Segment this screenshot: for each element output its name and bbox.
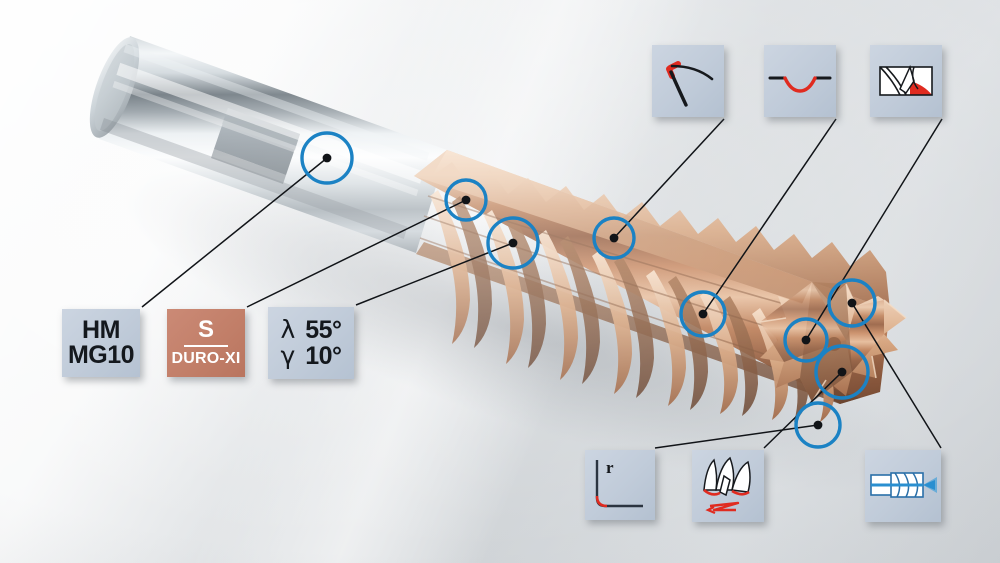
angle-box[interactable]: λ 55° γ 10° xyxy=(268,307,354,379)
serrated-top-profile xyxy=(432,150,890,310)
rake-angle-value: 10° xyxy=(305,342,342,370)
leader-line-corner-radius xyxy=(654,424,819,449)
corner-radius-label: r xyxy=(606,458,614,477)
callout-serration-profile[interactable] xyxy=(592,216,636,260)
cutting-edge-preparation-glyph xyxy=(666,61,714,107)
leader-line-shank-flat xyxy=(141,157,328,308)
helix-angle-symbol: λ xyxy=(280,314,296,344)
internal-coolant-glyph xyxy=(870,472,937,498)
leader-dot xyxy=(508,238,518,248)
leader-dot xyxy=(801,335,811,345)
helix-angle-value: 55° xyxy=(305,315,342,344)
flute-rake-face-icon[interactable] xyxy=(870,45,942,117)
coating-badge[interactable]: S DURO-XI xyxy=(167,309,245,377)
flute-rake-face-glyph xyxy=(879,64,933,96)
leader-dot xyxy=(322,153,332,163)
callout-shank-flat[interactable] xyxy=(300,131,354,185)
leader-dot xyxy=(461,195,471,205)
carbide-grade-box[interactable]: HM MG10 xyxy=(62,309,140,377)
leader-dot xyxy=(813,420,823,430)
angle-values: λ 55° γ 10° xyxy=(280,314,342,370)
flute-grooves xyxy=(452,196,808,422)
rake-angle-symbol: γ xyxy=(280,341,296,370)
tool-cutting-body xyxy=(414,150,907,422)
chip-breaker-profile-icon[interactable] xyxy=(764,45,836,117)
callout-helix-angle[interactable] xyxy=(486,216,540,270)
helical-flutes xyxy=(430,190,834,422)
callout-rake-face[interactable] xyxy=(783,317,829,363)
leader-line-serration-profile xyxy=(613,118,725,239)
coating-mark: S xyxy=(197,316,214,343)
leader-dot xyxy=(837,367,847,377)
carbide-grade-label: HM MG10 xyxy=(67,315,135,369)
chip-breaker-profile-glyph xyxy=(768,76,832,93)
vibration-damping-glyph xyxy=(703,456,751,515)
leader-line-chip-breaker xyxy=(702,118,837,315)
end-cutting-teeth xyxy=(760,282,906,402)
corner-radius-glyph xyxy=(595,460,643,508)
corner-radius-icon[interactable]: r xyxy=(585,450,655,520)
cutting-edge-preparation-icon[interactable] xyxy=(652,45,724,117)
callout-flute-entry[interactable] xyxy=(444,178,488,222)
leader-line-end-tooth xyxy=(851,302,942,449)
leader-dot xyxy=(698,309,708,319)
internal-coolant-icon[interactable] xyxy=(865,450,941,522)
coating-badge-content: S DURO-XI xyxy=(172,318,241,368)
callout-corner-radius[interactable] xyxy=(794,401,842,449)
leader-dot xyxy=(847,298,857,308)
coating-brand: DURO-XI xyxy=(171,350,241,367)
callout-center-cutting[interactable] xyxy=(814,344,870,400)
callout-end-tooth[interactable] xyxy=(827,278,877,328)
leader-dot xyxy=(609,233,619,243)
leader-line-flute-entry xyxy=(246,199,467,308)
tooth-edge-highlights xyxy=(759,283,907,403)
coating-divider xyxy=(184,345,228,347)
vibration-damping-end-face-icon[interactable] xyxy=(692,450,764,522)
leader-line-helix-angle xyxy=(355,242,514,306)
callout-chip-breaker[interactable] xyxy=(679,290,727,338)
